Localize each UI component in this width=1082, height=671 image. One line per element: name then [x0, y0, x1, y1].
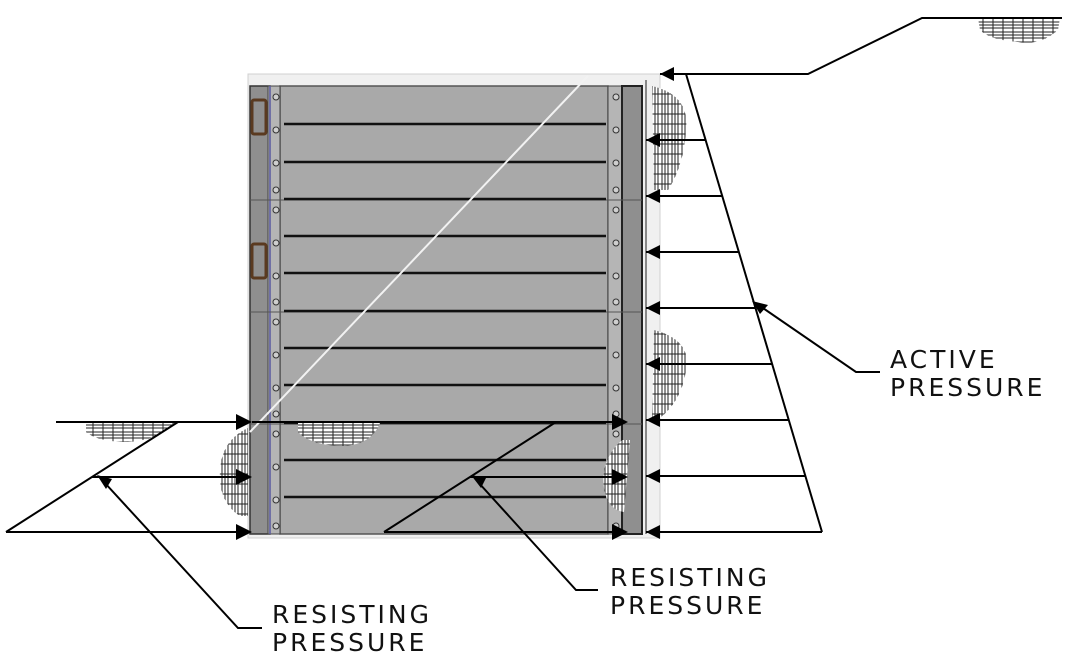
arrowhead — [660, 67, 674, 81]
bolt — [272, 206, 280, 214]
bolt — [612, 239, 620, 247]
resisting-pressure-middle-line-2: PRESSURE — [610, 591, 766, 620]
resisting-left-leader — [103, 481, 262, 629]
active-pressure-label: ACTIVE PRESSURE — [890, 346, 1045, 402]
resisting-middle-leader — [477, 481, 598, 591]
arrowhead — [471, 475, 486, 488]
left-resisting-arrowheads — [236, 414, 252, 540]
bolt — [612, 272, 620, 280]
arrowhead — [646, 189, 660, 203]
bolt — [272, 93, 280, 101]
bolt — [612, 351, 620, 359]
handle-upper — [250, 98, 268, 136]
arrowhead — [752, 301, 768, 314]
arrowhead — [236, 469, 252, 485]
arrowhead — [612, 524, 628, 540]
bolt — [272, 272, 280, 280]
arrowhead — [646, 413, 660, 427]
resisting-pressure-middle-label: RESISTING PRESSURE — [610, 564, 770, 620]
soil-patch-left-wall — [219, 428, 248, 516]
soil-patch-right-middle — [652, 330, 687, 418]
bolt — [612, 206, 620, 214]
resisting-pressure-left-label: RESISTING PRESSURE — [272, 601, 432, 657]
bolt — [612, 126, 620, 134]
bolt — [612, 318, 620, 326]
arrowhead — [646, 357, 660, 371]
resisting-pressure-middle-line-1: RESISTING — [610, 563, 770, 592]
arrowhead — [646, 245, 660, 259]
shoring-panel — [247, 73, 661, 539]
arrowhead — [612, 469, 628, 485]
leader-arrowheads — [97, 301, 768, 489]
bolt — [272, 522, 280, 530]
arrowhead — [236, 524, 252, 540]
soil-patch-left-surface — [86, 422, 176, 442]
bolt — [272, 351, 280, 359]
soil-patch-top-right — [978, 18, 1060, 43]
bolt — [612, 93, 620, 101]
ground-lines — [56, 17, 1062, 423]
left-resisting-pressure-diagram — [5, 421, 236, 533]
bolt — [612, 430, 620, 438]
bolt — [272, 159, 280, 167]
bolt — [272, 410, 280, 418]
soil-patch-panel-surface — [298, 423, 380, 446]
bolt — [272, 318, 280, 326]
arrowhead — [236, 414, 252, 430]
bolt — [272, 430, 280, 438]
bolt — [272, 186, 280, 194]
resisting-pressure-left-line-1: RESISTING — [272, 600, 432, 629]
arrowhead — [612, 414, 628, 430]
bolt — [272, 239, 280, 247]
active-pressure-label-line-2: PRESSURE — [890, 373, 1046, 402]
panel-diagonal-line — [249, 75, 589, 433]
left-rail — [249, 85, 271, 535]
leader-lines — [103, 305, 880, 629]
arrowhead — [97, 475, 112, 489]
resisting-pressure-left-line-2: PRESSURE — [272, 628, 428, 657]
bolt — [612, 159, 620, 167]
bolt — [612, 384, 620, 392]
arrowhead — [646, 525, 660, 539]
middle-resisting-pressure-diagram — [252, 421, 612, 533]
bolt — [272, 496, 280, 504]
bolt — [272, 463, 280, 471]
ground-surface-top-right — [660, 17, 1062, 75]
arrowhead — [646, 301, 660, 315]
soil-hatching — [86, 18, 1060, 516]
bolt — [272, 384, 280, 392]
bolt — [272, 126, 280, 134]
bolt — [612, 298, 620, 306]
handle-lower — [250, 242, 268, 280]
bolt — [612, 186, 620, 194]
active-pressure-arrowheads — [646, 67, 674, 539]
arrowhead — [646, 133, 660, 147]
bolt — [272, 298, 280, 306]
soil-patch-right-upper — [652, 86, 687, 190]
rail-bolts — [272, 93, 620, 530]
arrowhead — [646, 469, 660, 483]
middle-resisting-arrowheads — [612, 414, 628, 540]
active-pressure-label-line-1: ACTIVE — [890, 345, 998, 374]
active-pressure-leader — [759, 305, 880, 373]
